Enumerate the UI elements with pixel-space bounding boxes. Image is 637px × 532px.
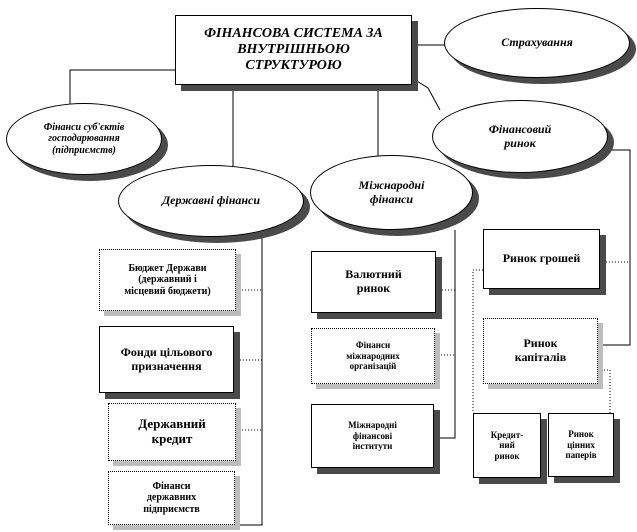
connector-title-market [411, 77, 441, 111]
node-valiutnyi-rynok-label: Валютний ринок [345, 267, 402, 295]
node-kredytnyi-rynok-label: Кредит- ний ринок [490, 429, 524, 461]
node-finansy-subiektiv-label: Фінанси суб'єктів господарювання (підпри… [43, 121, 125, 156]
connector-title-subjects [69, 69, 175, 110]
node-rynok-kapitaliv: Ринок капіталів [483, 318, 598, 384]
node-finansovi-instytuty-label: Міжнародні фінансові інститути [348, 420, 397, 452]
node-rynok-kapitaliv-label: Ринок капіталів [514, 336, 567, 364]
node-strakhuvannia: Страхування [444, 8, 630, 78]
connector-state-trunk [235, 230, 263, 526]
node-derzhavni-finansy: Державні фінанси [118, 165, 304, 237]
diagram-title: ФІНАНСОВА СИСТЕМА ЗА ВНУТРІШНЬОЮ СТРУКТУ… [204, 25, 383, 74]
node-finansovi-instytuty: Міжнародні фінансові інститути [311, 404, 434, 468]
node-rynok-hroshei-label: Ринок грошей [502, 251, 581, 266]
node-fondy-label: Фонди цільового призначення [120, 344, 213, 373]
node-finansy-pidpryiemstv: Фінанси державних підприємств [108, 471, 235, 525]
node-finansovyi-rynok: Фінансовий ринок [432, 100, 608, 173]
node-rynok-hroshei: Ринок грошей [483, 229, 600, 289]
node-derzhavni-finansy-label: Державні фінанси [161, 193, 261, 208]
node-mizhnarodni-finansy-label: Міжнародні фінанси [358, 177, 425, 206]
connector-market-trunk [598, 149, 631, 346]
node-derzhavnyi-kredyt: Державний кредит [108, 403, 236, 461]
node-fondy: Фонди цільового призначення [99, 326, 234, 393]
node-finansy-orhanizatsii-label: Фінанси міжнародних організацій [346, 340, 400, 372]
node-valiutnyi-rynok: Валютний ринок [311, 251, 436, 313]
node-rynok-tsinnykh-paperiv-label: Ринок цінних паперів [565, 429, 597, 461]
node-strakhuvannia-label: Страхування [501, 35, 573, 50]
title-box: ФІНАНСОВА СИСТЕМА ЗА ВНУТРІШНЬОЮ СТРУКТУ… [175, 15, 412, 85]
node-finansovyi-rynok-label: Фінансовий ринок [488, 121, 552, 150]
node-biudzhet: Бюджет Держави (державний і місцевий бюд… [99, 249, 236, 311]
node-finansy-subiektiv: Фінанси суб'єктів господарювання (підпри… [6, 103, 162, 175]
node-rynok-tsinnykh-paperiv: Ринок цінних паперів [548, 413, 614, 477]
connector-money-credit [472, 269, 483, 413]
connector-capital-securities [598, 369, 611, 413]
connector-international-trunk [434, 230, 456, 439]
node-biudzhet-label: Бюджет Держави (державний і місцевий бюд… [124, 262, 211, 297]
node-finansy-pidpryiemstv-label: Фінанси державних підприємств [143, 480, 200, 515]
node-kredytnyi-rynok: Кредит- ний ринок [473, 413, 541, 478]
node-finansy-orhanizatsii: Фінанси міжнародних організацій [311, 328, 435, 384]
node-mizhnarodni-finansy: Міжнародні фінанси [310, 155, 473, 230]
node-derzhavnyi-kredyt-label: Державний кредит [138, 416, 206, 446]
